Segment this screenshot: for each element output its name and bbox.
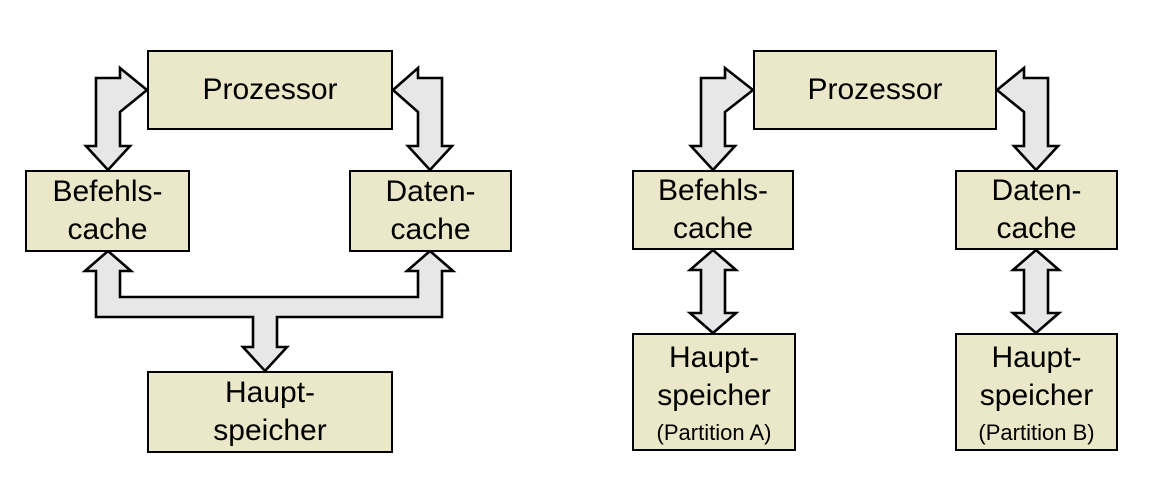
box-left-datencache-label: Daten- cache [385, 175, 476, 246]
arrow-left-caches-hauptspeicher [81, 249, 457, 373]
box-right-prozessor: Prozessor [753, 50, 997, 130]
box-right-hauptspeicherB-label: Haupt- speicher [979, 340, 1094, 412]
box-left-befehlscache: Befehls- cache [25, 170, 190, 252]
box-left-befehlscache-label: Befehls- cache [52, 175, 163, 246]
arrow-left-prozessor-datencache [391, 65, 455, 172]
box-right-datencache: Daten- cache [955, 170, 1118, 250]
box-right-hauptspeicherA-label: Haupt- speicher [657, 340, 771, 412]
arrow-right-prozessor-befehlscache [688, 65, 756, 172]
box-right-hauptspeicher-partitionB: Haupt- speicher (Partition B) [955, 333, 1118, 451]
box-left-prozessor-label: Prozessor [202, 73, 338, 106]
box-right-befehlscache-label: Befehls- cache [657, 174, 769, 245]
arrow-right-datencache-partitionB [1009, 248, 1063, 335]
box-left-datencache: Daten- cache [349, 170, 512, 252]
box-left-hauptspeicher-label: Haupt- speicher [213, 376, 327, 447]
box-right-hauptspeicher-partitionA: Haupt- speicher (Partition A) [632, 333, 796, 451]
arrow-left-prozessor-befehlscache [83, 65, 150, 172]
box-left-hauptspeicher: Haupt- speicher [147, 371, 393, 453]
box-right-befehlscache: Befehls- cache [632, 170, 794, 250]
arrow-right-prozessor-datencache [994, 65, 1061, 172]
box-left-prozessor: Prozessor [147, 50, 393, 130]
box-right-prozessor-label: Prozessor [807, 73, 943, 106]
box-right-partitionA-sublabel: (Partition A) [656, 419, 772, 445]
arrow-right-befehlscache-partitionA [686, 248, 740, 335]
box-right-datencache-label: Daten- cache [991, 174, 1082, 245]
box-right-partitionB-sublabel: (Partition B) [978, 419, 1095, 445]
